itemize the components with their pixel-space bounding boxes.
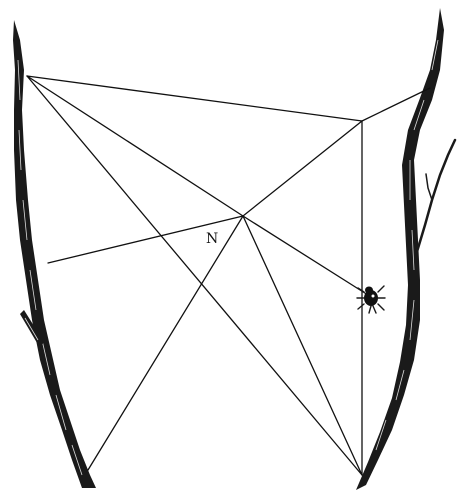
web-thread [243,216,362,475]
web-thread [27,76,362,475]
web-thread [27,76,243,216]
right-twig [416,140,455,255]
right-twig-small [426,174,432,200]
web-thread [88,216,243,470]
web-thread [27,76,362,121]
hub-label: N [206,231,218,247]
web-thread [243,121,362,216]
right-branch-icon [356,8,444,490]
spider-icon [357,286,385,313]
spider-web [27,76,430,475]
